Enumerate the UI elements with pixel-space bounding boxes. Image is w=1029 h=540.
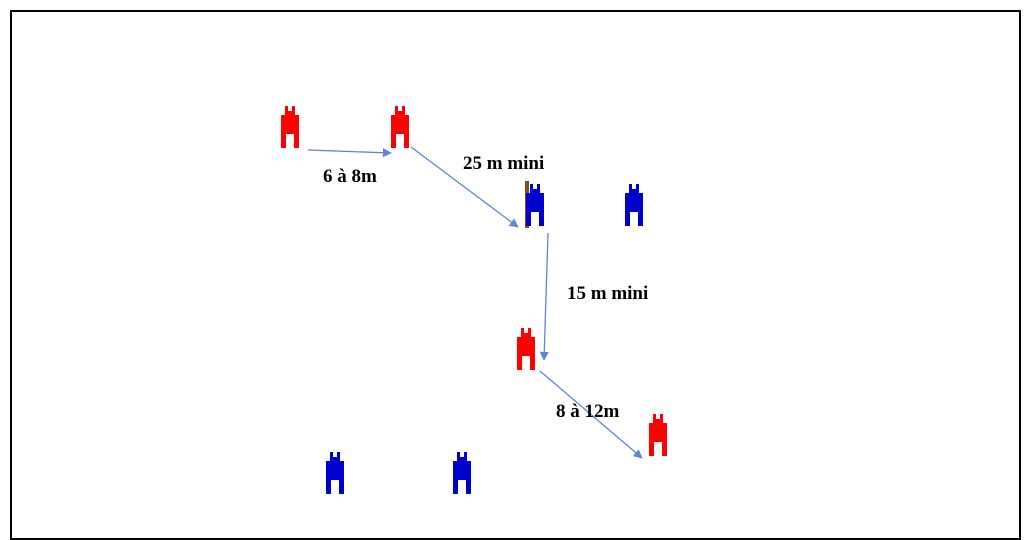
cone-shape: [649, 414, 667, 456]
distance-label-25m: 25 m mini: [463, 153, 545, 174]
blue-cone-bottom-mid: [453, 452, 471, 494]
cone-shape: [281, 106, 299, 148]
blue-cone-right: [625, 184, 643, 226]
cone-shape: [326, 452, 344, 494]
arrow-25m: [410, 146, 519, 228]
red-cone-2: [391, 106, 409, 148]
distance-label-15m: 15 m mini: [567, 283, 649, 304]
arrow-15m: [539, 232, 549, 361]
diagram-frame: [10, 10, 1021, 540]
arrow-8-12m: [539, 370, 643, 459]
blue-cone-pole: [525, 181, 544, 228]
arrow-6-8m: [307, 148, 392, 158]
cone-shape: [391, 106, 409, 148]
cone-shape: [517, 328, 535, 370]
distance-label-8-12m: 8 à 12m: [556, 401, 620, 422]
red-cone-1: [281, 106, 299, 148]
red-cone-4: [649, 414, 667, 456]
cone-shape: [526, 184, 544, 226]
blue-cone-bottom-left: [326, 452, 344, 494]
distance-label-6-8m: 6 à 8m: [323, 166, 377, 187]
course-diagram: [281, 106, 667, 494]
red-cone-3: [517, 328, 535, 370]
cone-shape: [453, 452, 471, 494]
cone-shape: [625, 184, 643, 226]
